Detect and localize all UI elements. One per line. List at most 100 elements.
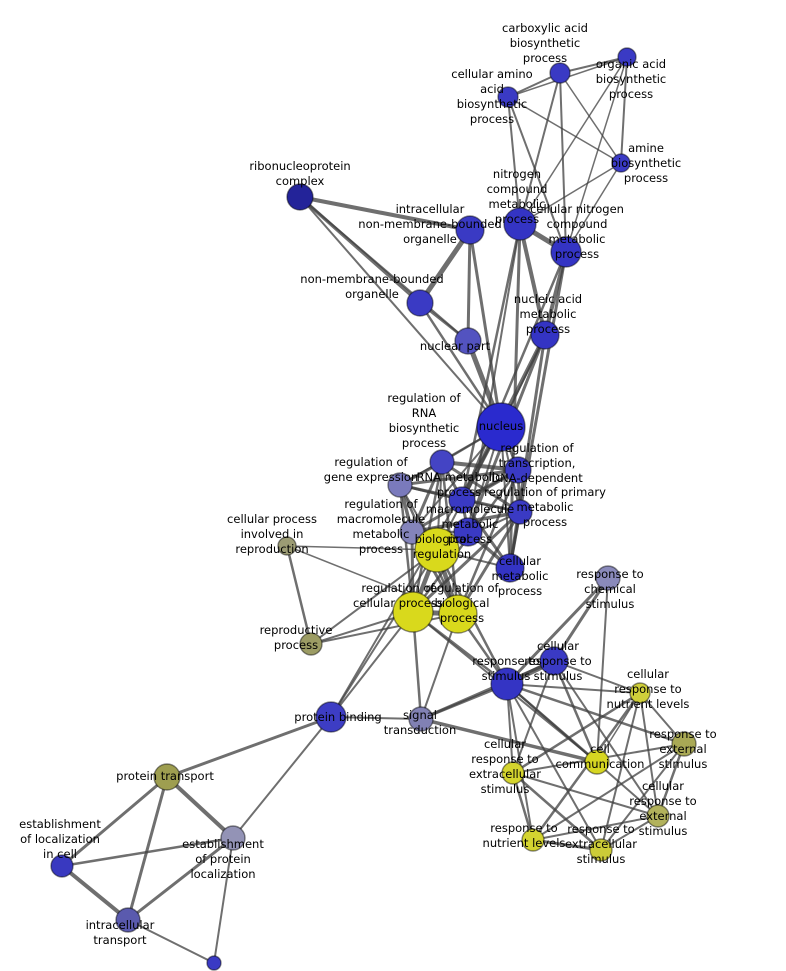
edge-caab-ab[interactable] bbox=[507, 96, 622, 164]
node-cres[interactable]: cellular response to extracellular stimu… bbox=[501, 761, 525, 785]
node-elc[interactable]: establishment of localization in cell bbox=[50, 854, 74, 878]
edge-crnl-rexs[interactable] bbox=[600, 692, 641, 851]
edge-inmbo-nuc[interactable] bbox=[468, 228, 503, 429]
edge-caab-ncm[interactable] bbox=[507, 96, 521, 225]
edge-epl-un[interactable] bbox=[213, 837, 234, 964]
edge-crs-st[interactable] bbox=[419, 659, 556, 721]
edge-rbp-rp[interactable] bbox=[310, 613, 459, 645]
node-rbp[interactable]: regulation of biological process bbox=[438, 594, 478, 634]
node-br[interactable]: biological regulation bbox=[414, 527, 460, 573]
edge-crnl-cc[interactable] bbox=[596, 692, 641, 763]
edge-rs-rcs[interactable] bbox=[505, 576, 610, 686]
node-rcp[interactable]: regulation of cellular process bbox=[392, 591, 434, 633]
node-un[interactable] bbox=[206, 955, 222, 971]
node-rpm[interactable]: regulation of primary metabolic process bbox=[507, 499, 533, 525]
edge-rrb-rpm[interactable] bbox=[440, 460, 522, 514]
edge-crexs-rnl[interactable] bbox=[532, 815, 659, 841]
edge-pb-br[interactable] bbox=[330, 549, 438, 718]
edge-ab-ncm[interactable] bbox=[519, 162, 622, 225]
edge-caab-cncm[interactable] bbox=[507, 96, 567, 253]
node-nam[interactable]: nucleic acid metabolic process bbox=[530, 320, 560, 350]
node-rtd[interactable]: regulation of transcription, DNA-depende… bbox=[504, 456, 532, 484]
node-inmbo[interactable]: intracellular non-membrane-bounded organ… bbox=[455, 215, 485, 245]
edge-cres-crexs[interactable] bbox=[512, 772, 659, 817]
edge-pb-pt[interactable] bbox=[165, 715, 333, 779]
edge-elc-epl[interactable] bbox=[60, 836, 235, 868]
node-np[interactable]: nuclear part bbox=[454, 327, 482, 355]
node-rs[interactable]: response to stimulus bbox=[490, 667, 524, 701]
node-pb[interactable]: protein binding bbox=[315, 701, 347, 733]
node-pt[interactable]: protein transport bbox=[153, 763, 181, 791]
edge-ab-cncm[interactable] bbox=[565, 162, 622, 253]
edge-rnp-inmbo[interactable] bbox=[298, 195, 472, 232]
node-it[interactable]: intracellular transport bbox=[115, 907, 141, 933]
edge-oab-ab[interactable] bbox=[620, 56, 628, 164]
edge-epl-it[interactable] bbox=[126, 836, 235, 922]
edge-rs-res[interactable] bbox=[505, 682, 686, 746]
node-rnp[interactable]: ribonucleoprotein complex bbox=[286, 183, 314, 211]
node-caab[interactable]: cellular amino acid biosynthetic process bbox=[497, 86, 519, 108]
edge-it-un[interactable] bbox=[127, 919, 215, 964]
edge-pt-epl[interactable] bbox=[165, 775, 235, 840]
edge-rp-br[interactable] bbox=[310, 549, 438, 645]
node-crnl[interactable]: cellular response to nutrient levels bbox=[629, 682, 651, 704]
node-oab[interactable]: organic acid biosynthetic process bbox=[617, 47, 637, 67]
edge-rcp-pb[interactable] bbox=[330, 611, 414, 718]
edge-rtd-rge[interactable] bbox=[398, 468, 520, 487]
edge-crnl-crexs[interactable] bbox=[639, 692, 659, 817]
node-nmbo[interactable]: non-membrane-bounded organelle bbox=[406, 289, 434, 317]
edge-res-rexs[interactable] bbox=[600, 743, 685, 851]
node-rmp[interactable]: RNA metabolic process bbox=[448, 486, 476, 514]
edge-rcs-cc[interactable] bbox=[596, 577, 609, 763]
node-rp[interactable]: reproductive process bbox=[299, 632, 323, 656]
node-crs[interactable]: cellular response to stimulus bbox=[539, 646, 569, 676]
node-mmp[interactable]: macromolecule metabolic process bbox=[453, 517, 483, 547]
node-nuc[interactable]: nucleus bbox=[476, 402, 526, 452]
node-rge[interactable]: regulation of gene expression bbox=[387, 472, 413, 498]
edge-rs-crexs[interactable] bbox=[506, 683, 659, 817]
edge-ncm-nam[interactable] bbox=[518, 222, 547, 337]
node-res[interactable]: response to external stimulus bbox=[671, 731, 697, 757]
edge-cab-ab[interactable] bbox=[559, 72, 622, 164]
node-epl[interactable]: establishment of protein localization bbox=[220, 825, 246, 851]
edge-rnl-rexs[interactable] bbox=[531, 838, 603, 852]
node-rrb[interactable]: regulation of RNA biosynthetic process bbox=[429, 449, 455, 475]
node-cpir[interactable]: cellular process involved in reproductio… bbox=[277, 536, 297, 556]
edge-pt-elc[interactable] bbox=[60, 775, 169, 868]
node-rmm[interactable]: regulation of macromolecule metabolic pr… bbox=[399, 519, 425, 545]
edge-elc-it[interactable] bbox=[60, 864, 130, 922]
node-rcs[interactable]: response to chemical stimulus bbox=[595, 565, 621, 591]
edge-oab-ncm[interactable] bbox=[519, 56, 628, 225]
edge-rpm-rcp[interactable] bbox=[411, 510, 522, 614]
node-ab[interactable]: amine biosynthetic process bbox=[611, 153, 631, 173]
edge-pb-st[interactable] bbox=[330, 716, 422, 720]
node-rexs[interactable]: response to extracellular stimulus bbox=[589, 838, 613, 862]
edge-crexs-rexs[interactable] bbox=[600, 815, 659, 851]
node-st[interactable]: signal transduction bbox=[408, 706, 434, 732]
edge-epl-pb[interactable] bbox=[232, 716, 332, 839]
edge-cpir-rp[interactable] bbox=[285, 544, 313, 646]
node-cncm[interactable]: cellular nitrogen compound metabolic pro… bbox=[550, 236, 582, 268]
edge-crs-cc[interactable] bbox=[552, 659, 599, 764]
edge-cab-cncm[interactable] bbox=[559, 72, 567, 253]
node-cmp[interactable]: cellular metabolic process bbox=[495, 553, 525, 583]
edge-rs-rnl[interactable] bbox=[506, 683, 534, 841]
node-rnl[interactable]: response to nutrient levels bbox=[521, 828, 545, 852]
edge-crnl-cres[interactable] bbox=[511, 691, 642, 775]
edge-cncm-rmp[interactable] bbox=[460, 250, 568, 502]
edge-cab-oab[interactable] bbox=[559, 56, 628, 74]
edge-inmbo-np[interactable] bbox=[466, 228, 472, 343]
edge-inmbo-nmbo[interactable] bbox=[417, 227, 473, 306]
edge-res-crexs[interactable] bbox=[656, 742, 686, 818]
edge-cpir-br[interactable] bbox=[286, 545, 438, 551]
edge-cres-rnl[interactable] bbox=[511, 771, 535, 842]
edge-cres-rexs[interactable] bbox=[511, 771, 603, 852]
edge-nmbo-nuc[interactable] bbox=[418, 301, 503, 429]
edge-crs-rcs[interactable] bbox=[552, 576, 610, 663]
edge-crs-crnl[interactable] bbox=[553, 660, 641, 694]
edge-cab-ncm[interactable] bbox=[519, 72, 561, 225]
edge-rnp-np[interactable] bbox=[299, 196, 469, 342]
edge-oab-cncm[interactable] bbox=[565, 56, 628, 253]
node-cc[interactable]: cell communication bbox=[584, 749, 610, 775]
edge-pt-it[interactable] bbox=[126, 775, 169, 922]
